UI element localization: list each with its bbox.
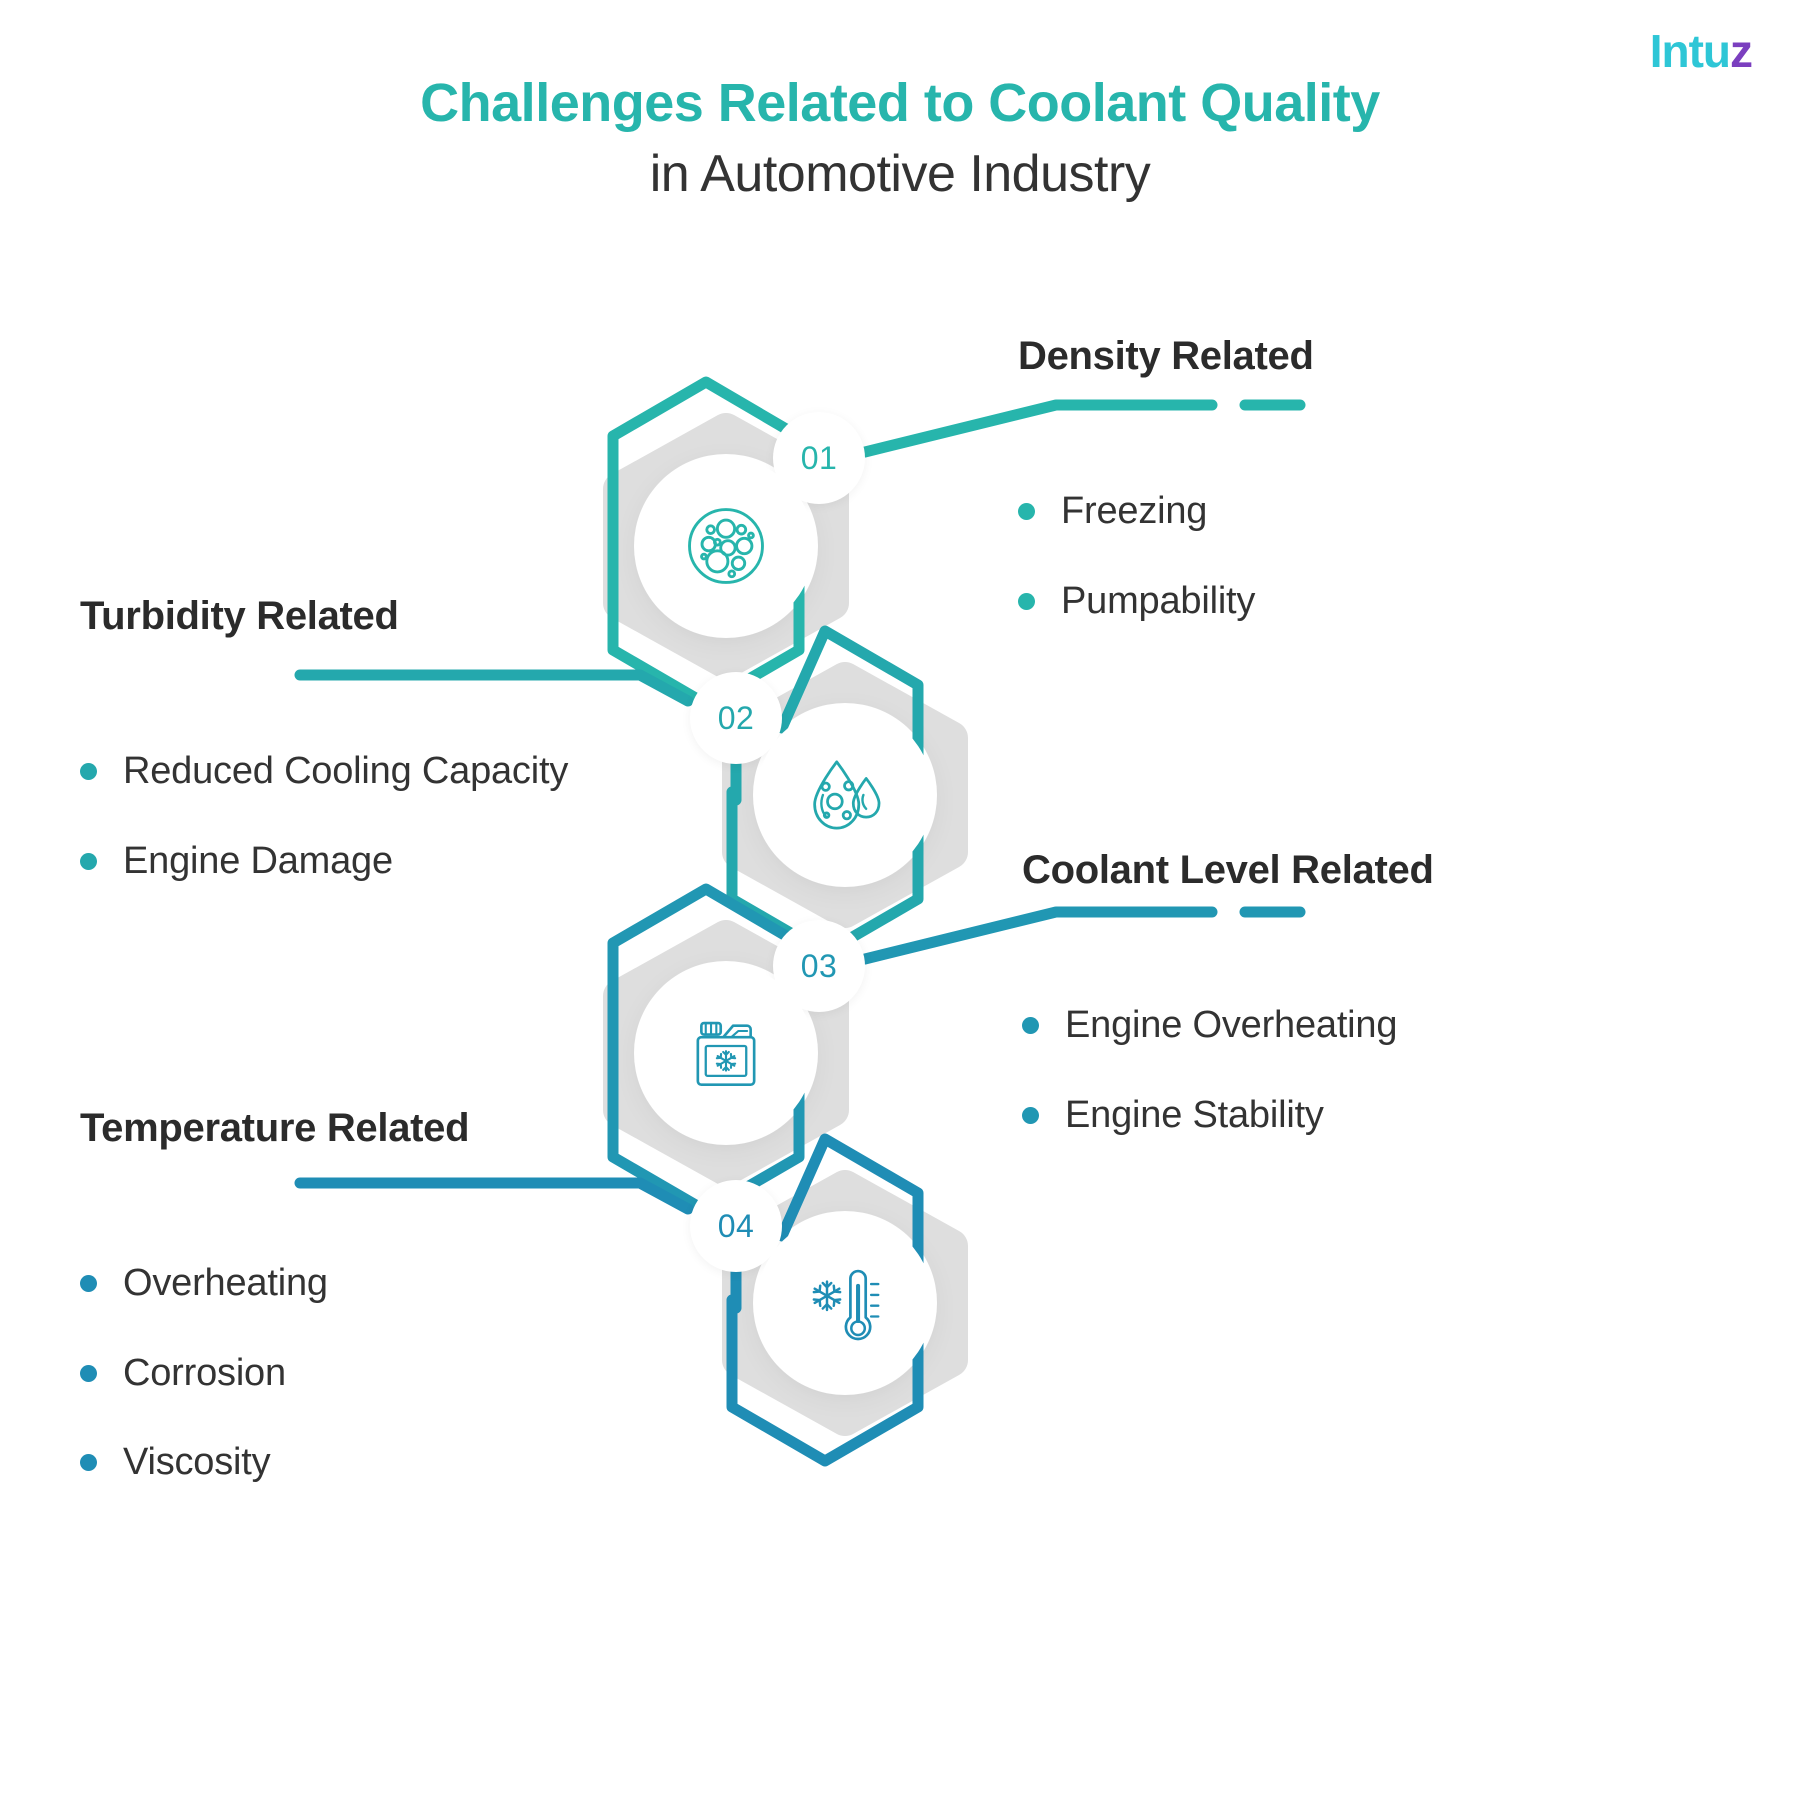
bullet-dot-icon <box>80 852 97 870</box>
list-item-label: Reduced Cooling Capacity <box>123 750 569 792</box>
list-item: Engine Damage <box>80 838 568 886</box>
section-list-temperature: Overheating Corrosion Viscosity <box>80 1260 469 1487</box>
thermometer-snowflake-icon <box>757 1215 933 1391</box>
node-badge-03: 03 <box>773 920 865 1012</box>
list-item-label: Engine Damage <box>123 839 393 882</box>
bullet-dot-icon <box>1022 1017 1039 1035</box>
section-density-related: Density Related Freezing Pumpability <box>1018 332 1314 625</box>
list-item: Pumpability <box>1018 578 1314 626</box>
node-number-04: 04 <box>717 1207 755 1244</box>
list-item: Corrosion <box>80 1350 469 1398</box>
water-droplets-icon <box>757 707 933 883</box>
list-item: Overheating <box>80 1260 469 1308</box>
node-number-02: 02 <box>717 699 755 736</box>
list-item-label: Viscosity <box>123 1441 271 1483</box>
list-item: Reduced Cooling Capacity <box>80 748 568 796</box>
bullet-dot-icon <box>80 1454 97 1472</box>
section-temperature-related: Temperature Related Overheating Corrosio… <box>80 1104 470 1487</box>
node-badge-02: 02 <box>690 672 782 764</box>
section-heading-coolant-level: Coolant Level Related <box>1022 848 1434 892</box>
logo-text-main: Intu <box>1649 25 1731 77</box>
bullet-dot-icon <box>1018 503 1035 521</box>
node-number-01: 01 <box>800 439 838 476</box>
bullet-dot-icon <box>1022 1106 1039 1124</box>
list-item: Engine Stability <box>1022 1092 1434 1140</box>
list-item-label: Overheating <box>123 1262 328 1304</box>
list-item-label: Engine Overheating <box>1065 1004 1398 1046</box>
section-heading-density: Density Related <box>1018 334 1314 378</box>
bullet-dot-icon <box>80 1364 97 1382</box>
section-list-coolant-level: Engine Overheating Engine Stability <box>1022 1002 1434 1139</box>
section-heading-turbidity: Turbidity Related <box>80 594 399 638</box>
bullet-dot-icon <box>80 1275 97 1293</box>
list-item-label: Pumpability <box>1061 579 1256 622</box>
section-coolant-level-related: Coolant Level Related Engine Overheating… <box>1022 846 1434 1139</box>
title-line-secondary: in Automotive Industry <box>649 144 1151 203</box>
list-item: Engine Overheating <box>1022 1002 1434 1050</box>
section-list-density: Freezing Pumpability <box>1018 488 1314 625</box>
section-list-turbidity: Reduced Cooling Capacity Engine Damage <box>80 748 568 885</box>
page-title: Challenges Related to Coolant Quality in… <box>0 72 1800 207</box>
node-badge-04: 04 <box>690 1180 782 1272</box>
bubbles-particles-icon <box>638 458 814 634</box>
section-turbidity-related: Turbidity Related Reduced Cooling Capaci… <box>80 592 568 885</box>
intuz-logo: Intuz <box>1649 25 1753 77</box>
title-line-primary: Challenges Related to Coolant Quality <box>420 73 1380 133</box>
node-number-03: 03 <box>800 947 838 984</box>
section-heading-temperature: Temperature Related <box>80 1106 470 1150</box>
list-item: Viscosity <box>80 1439 469 1487</box>
list-item-label: Engine Stability <box>1065 1093 1324 1136</box>
bullet-dot-icon <box>1018 592 1035 610</box>
list-item-label: Freezing <box>1061 490 1208 532</box>
bullet-dot-icon <box>80 763 97 781</box>
list-item: Freezing <box>1018 488 1314 536</box>
logo-text-accent: z <box>1730 25 1753 77</box>
list-item-label: Corrosion <box>123 1351 286 1394</box>
coolant-jug-icon <box>638 965 814 1141</box>
